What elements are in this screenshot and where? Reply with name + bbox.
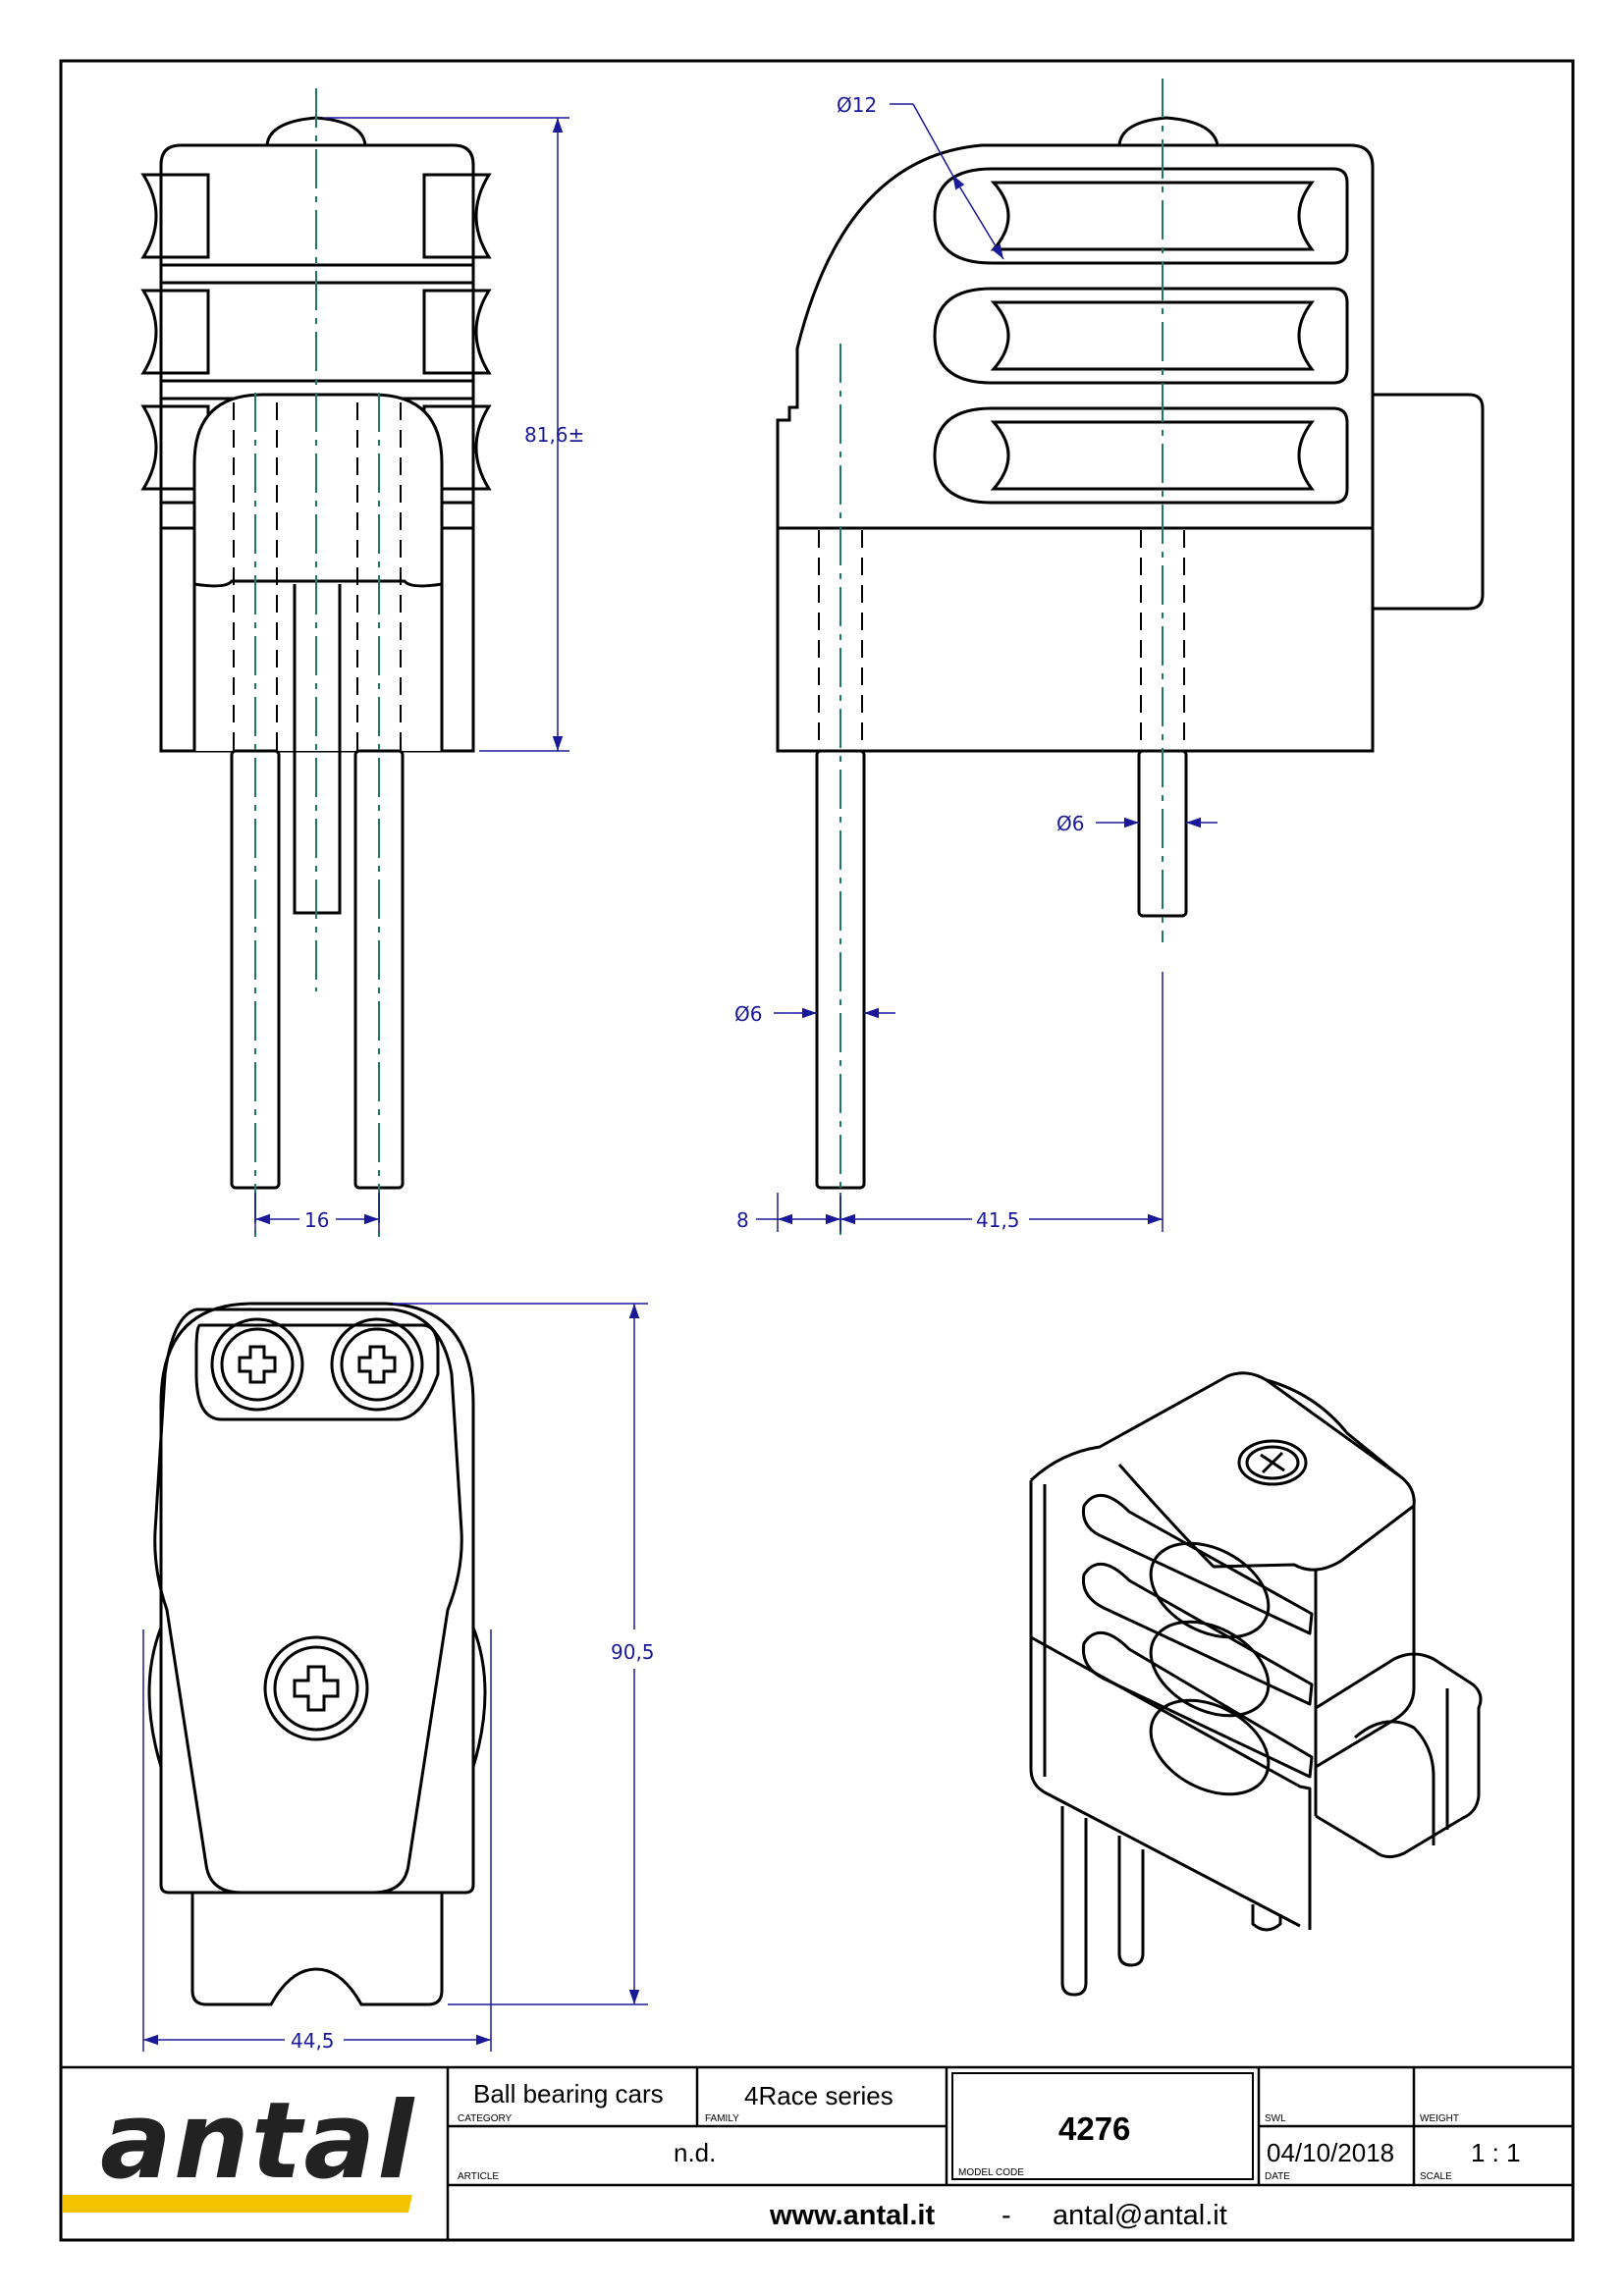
- website-link[interactable]: www.antal.it: [769, 2200, 935, 2231]
- brand-logo: antal: [100, 2080, 415, 2203]
- article-label: ARTICLE: [458, 2171, 499, 2182]
- model-code-value: 4276: [1058, 2110, 1130, 2147]
- side-view: [776, 116, 1485, 1190]
- family-value: 4Race series: [744, 2081, 893, 2110]
- plan-width-dimension: [142, 1629, 492, 2052]
- pin-spacing-dimension: [254, 1193, 380, 1232]
- front-view-centerlines: [254, 88, 380, 1237]
- category-label: CATEGORY: [458, 2113, 513, 2124]
- offset-small-label: 8: [736, 1208, 749, 1232]
- date-label: DATE: [1265, 2171, 1290, 2182]
- plan-length-label: 90,5: [611, 1640, 655, 1664]
- weight-label: WEIGHT: [1420, 2113, 1459, 2124]
- side-view-centerlines: [839, 79, 1164, 1237]
- pin-dia-upper-label: Ø6: [1056, 812, 1084, 835]
- article-value: n.d.: [674, 2138, 716, 2167]
- plan-view: [147, 1302, 487, 2006]
- family-label: FAMILY: [705, 2113, 739, 2124]
- plan-length-dimension: [393, 1303, 648, 2005]
- sheave-diameter-label: Ø12: [837, 93, 877, 117]
- title-block-grid: [61, 2065, 1573, 2240]
- swl-label: SWL: [1265, 2113, 1286, 2124]
- sheet-border: [59, 59, 1575, 2242]
- email-link[interactable]: antal@antal.it: [1053, 2200, 1227, 2231]
- offset-large-label: 41,5: [976, 1208, 1020, 1232]
- side-view-hidden: [818, 530, 1185, 751]
- front-height-label: 81,6±: [524, 423, 584, 447]
- brand-logo-swoosh: [63, 2195, 412, 2213]
- date-value: 04/10/2018: [1267, 2138, 1394, 2167]
- front-view-hidden: [233, 402, 402, 751]
- pin-dia-lower-label: Ø6: [734, 1002, 762, 1026]
- isometric-view: [1029, 1371, 1483, 1997]
- scale-value: 1 : 1: [1471, 2138, 1521, 2167]
- pin-spacing-label: 16: [304, 1208, 329, 1232]
- sheave-diameter-dimension: [890, 103, 1004, 260]
- contact-separator: -: [1001, 2200, 1011, 2231]
- category-value: Ball bearing cars: [473, 2079, 664, 2109]
- front-height-dimension: [324, 117, 569, 752]
- offset-dimensions: [756, 972, 1164, 1232]
- plan-width-label: 44,5: [291, 2029, 335, 2053]
- model-code-label: MODEL CODE: [958, 2167, 1024, 2178]
- scale-label: SCALE: [1420, 2171, 1452, 2182]
